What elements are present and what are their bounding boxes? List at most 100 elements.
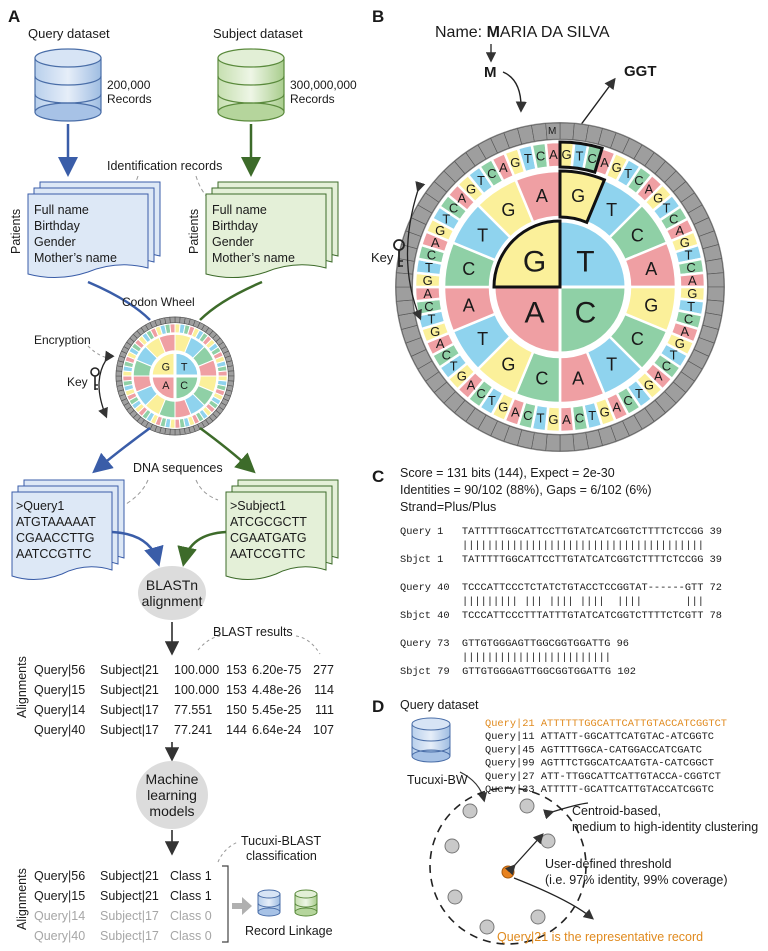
alignment-cell: 114 (314, 683, 334, 697)
cluster-centroid (501, 865, 515, 879)
classification-cell: Query|40 (34, 929, 85, 943)
blast-alignment-text: Query 1 TATTTTTGGCATTCCTTGTATCATCGGTCTTT… (400, 526, 722, 678)
wheel-outer-letter: A (612, 399, 621, 414)
wheel-inner-segment (558, 219, 628, 289)
panel-label-b: B (372, 7, 384, 26)
cluster-seq-line: Query|21 ATTTTTTGGCATTCATTGTACCATCGGTCT (485, 718, 727, 730)
wheel-outer-letter: T (488, 393, 496, 408)
query-seq-to-blast-arrow (111, 530, 164, 567)
alignment-cell: 4.48e-26 (252, 683, 301, 697)
cluster-seq-line: Query|11 ATTATT-GGCATTCATGTAC-ATCGGTC (485, 731, 714, 743)
wheel-outer-letter: C (536, 148, 545, 163)
alignment-cell: 150 (226, 703, 247, 717)
wheel-outer-letter: C (669, 211, 678, 226)
query-field-name: Full name (34, 203, 89, 217)
wheel-inner-segment (558, 285, 628, 355)
identification-records-label: Identification records (107, 159, 222, 173)
wheel-tick (559, 122, 575, 140)
alignment-line: Query 73 GTTGTGGGAGTTGGCGGTGGATTG 96 (400, 638, 629, 650)
patients-label-query: Patients (9, 209, 23, 254)
alignment-cell: 6.20e-75 (252, 663, 301, 677)
name-example: Name: MARIA DA SILVA (435, 24, 610, 41)
highlight-middle (558, 169, 607, 225)
wheel-outer-letter: G (510, 155, 520, 170)
cluster-seq-line: Query|45 AGTTTTGGCA-CATGGACCATCGATC (485, 744, 702, 756)
machine-learning-node (136, 761, 208, 829)
wheel-outer-letter: T (524, 151, 532, 166)
query-seq-line-1: ATGTAAAAAT (16, 515, 96, 529)
centroid-label-2: medium to high-identity clustering (572, 820, 758, 834)
wheel-middle-letter: G (644, 295, 658, 315)
key-icon-a (90, 367, 100, 390)
patients-label-subject: Patients (187, 209, 201, 254)
blast-score-line: Score = 131 bits (144), Expect = 2e-30 (400, 466, 615, 480)
wheel-outer-letter: G (430, 324, 440, 339)
threshold-label-2: (i.e. 97% identity, 99% coverage) (545, 873, 728, 887)
linkage-database-green-icon (294, 889, 318, 917)
subject-field-gender: Gender (212, 235, 254, 249)
cluster-database-icon (411, 717, 451, 763)
alignment-line: Query 1 TATTTTTGGCATTCCTTGTATCATCGGTCTTT… (400, 526, 722, 538)
wheel-inner-letter: A (162, 380, 170, 392)
alignments-label-2: Alignments (15, 868, 29, 930)
alignment-cell: 100.000 (174, 663, 219, 677)
classification-cell: Query|56 (34, 869, 85, 883)
query-record-unit: Records (107, 92, 152, 106)
cluster-sequences: Query|21 ATTTTTTGGCATTCATTGTACCATCGGTCTQ… (485, 718, 727, 796)
wheel-middle-letter: A (572, 369, 584, 389)
subject-records-stack (205, 181, 339, 278)
wheel-outer-segment (122, 375, 133, 382)
wheel-outer-letter: C (449, 201, 458, 216)
alignments-label-1: Alignments (15, 656, 29, 718)
wheel-inner-letter: G (162, 361, 170, 373)
classification-cell: Class 0 (170, 929, 212, 943)
wheel-tick (115, 375, 123, 382)
alignment-cell: 144 (226, 723, 247, 737)
alignment-cell: Query|40 (34, 723, 85, 737)
wheel-tick (531, 123, 548, 142)
wheel-middle-letter: C (535, 369, 548, 389)
encryption-label: Encryption (34, 333, 91, 347)
query-dataset-label-d: Query dataset (400, 698, 479, 712)
wheel-tick (169, 316, 176, 324)
wheel-middle-letter: C (462, 259, 475, 279)
wheel-outer-letter: A (431, 235, 440, 250)
alignment-cell: 111 (315, 703, 334, 717)
key-icon-b (393, 239, 405, 267)
cluster-seq-line: Query|99 AGTTTCTGGCATCAATGTA-CATCGGCT (485, 758, 714, 770)
query-sequence-stack (11, 479, 125, 580)
wheel-tick (545, 122, 561, 140)
subject-field-mother: Mother’s name (212, 251, 295, 265)
subject-seq-line-2: CGAATGATG (230, 531, 307, 545)
subject-seq-line-3: AATCCGTTC (230, 547, 305, 561)
classification-cell: Class 1 (170, 869, 212, 883)
panel-label-a: A (8, 7, 20, 26)
linkage-arrow (232, 897, 252, 915)
wheel-outer-letter: T (685, 247, 693, 262)
tucuxi-classification-1: Tucuxi-BLAST (241, 834, 321, 848)
wheel-outer-letter: G (644, 378, 654, 393)
wheel-outer-letter: T (477, 173, 485, 188)
alignment-cell: Subject|21 (100, 663, 159, 677)
wheel-outer-letter: A (423, 286, 432, 301)
wheel-tick (227, 370, 235, 377)
wheel-outer-letter: A (600, 155, 609, 170)
query-seq-header: >Query1 (16, 499, 64, 513)
blast-label-2: alignment (142, 593, 203, 609)
query-field-gender: Gender (34, 235, 76, 249)
subject-field-name: Full name (212, 203, 267, 217)
alignment-cell: Subject|17 (100, 723, 159, 737)
alignment-line: ||||||||| ||| |||| |||| |||| ||| (400, 596, 704, 608)
blast-strand-line: Strand=Plus/Plus (400, 500, 496, 514)
alignment-cell: 77.551 (174, 703, 212, 717)
alignment-cell: 107 (313, 723, 334, 737)
query-seq-line-3: AATCCGTTC (16, 547, 91, 561)
alignment-cell: 153 (226, 663, 247, 677)
cluster-seq-line: Query|33 ATTTTT-GCATTCATTGTACCATCGGTC (485, 784, 714, 796)
wheel-middle-letter: T (477, 329, 488, 349)
wheel-outer-letter: C (662, 358, 671, 373)
wheel-outer-letter: G (653, 191, 663, 206)
wheel-outer-letter: C (442, 348, 451, 363)
wheel-outer-letter: C (686, 260, 695, 275)
